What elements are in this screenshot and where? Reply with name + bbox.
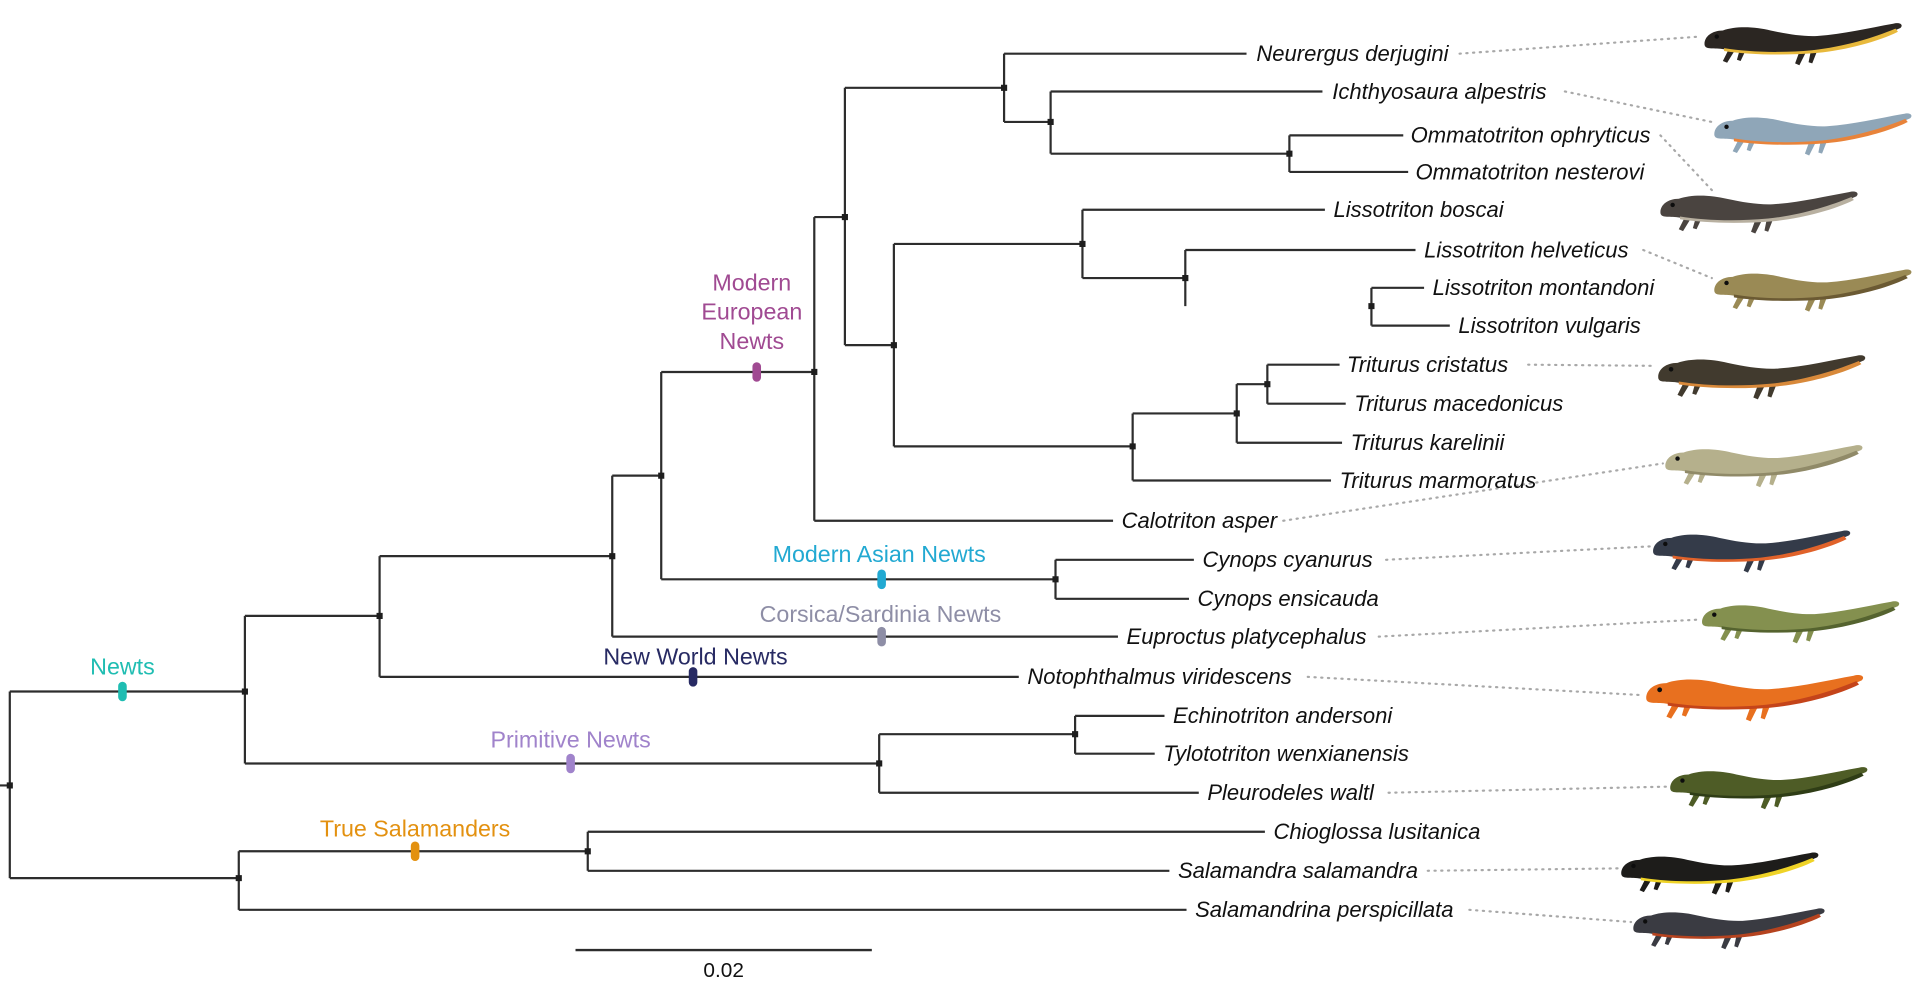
newt-body-shape: [1670, 767, 1868, 810]
species-label-triturus-marmoratus: Triturus marmoratus: [1340, 468, 1537, 493]
species-label-salamandra-salamandra: Salamandra salamandra: [1178, 858, 1418, 883]
species-label-chioglossa-lusitanica: Chioglossa lusitanica: [1273, 819, 1480, 844]
species-label-ichthyosaura-alpestris: Ichthyosaura alpestris: [1332, 79, 1546, 104]
clade-marker-corsica-sardinia-newts: [877, 626, 886, 647]
clade-label-modern-european-newts-line2: European: [701, 299, 802, 325]
illustration-ommatotriton: [1660, 191, 1858, 234]
newt-body-shape: [1633, 908, 1825, 950]
connector-lines: [1282, 35, 1716, 924]
clade-marker-primitive-newts: [566, 753, 575, 774]
clade-marker-modern-asian-newts: [877, 569, 886, 590]
clade-marker-new-world-newts: [688, 667, 698, 687]
newt-body-shape: [1714, 113, 1912, 156]
species-label-salamandrina-perspicillata: Salamandrina perspicillata: [1195, 897, 1453, 922]
species-label-pleurodeles-waltl: Pleurodeles waltl: [1207, 780, 1375, 805]
species-label-tylototriton-wenxianensis: Tylototriton wenxianensis: [1163, 741, 1409, 766]
species-label-ommatotriton-ophryticus: Ommatotriton ophryticus: [1411, 123, 1651, 148]
newt-body-shape: [1704, 23, 1902, 66]
clade-label-new-world-newts: New World Newts: [603, 644, 787, 670]
species-label-euproctus-platycephalus: Euproctus platycephalus: [1127, 624, 1367, 649]
illustration-pleurodeles-waltl: [1670, 767, 1868, 810]
newt-body-shape: [1665, 445, 1863, 488]
clade-marker-modern-european-newts: [752, 362, 762, 382]
clade-label-modern-european-newts-line1: Modern: [712, 269, 791, 295]
newt-body-shape: [1658, 355, 1866, 400]
clade-marker-true-salamanders: [410, 841, 420, 862]
species-label-lissotriton-vulgaris: Lissotriton vulgaris: [1458, 313, 1640, 338]
newt-body-shape: [1660, 191, 1858, 234]
species-label-triturus-karelinii: Triturus karelinii: [1351, 430, 1506, 455]
clade-label-modern-asian-newts: Modern Asian Newts: [773, 541, 986, 567]
illustration-salamandra-salamandra: [1621, 852, 1819, 895]
clade-marker-newts: [118, 681, 127, 702]
species-label-lissotriton-helveticus: Lissotriton helveticus: [1424, 237, 1628, 262]
newt-body-shape: [1646, 675, 1864, 722]
illustration-cynops-cyanurus: [1653, 530, 1851, 573]
newt-body-shape: [1714, 269, 1912, 312]
species-label-echinotriton-andersoni: Echinotriton andersoni: [1173, 703, 1393, 728]
illustration-ichthyosaura-alpestris: [1714, 113, 1912, 156]
clade-label-newts: Newts: [90, 653, 155, 679]
species-label-notophthalmus-viridescens: Notophthalmus viridescens: [1027, 664, 1291, 689]
clade-label-modern-european-newts-line3: Newts: [720, 328, 785, 354]
species-label-cynops-ensicauda: Cynops ensicauda: [1198, 586, 1379, 611]
clade-label-corsica-sardinia-newts: Corsica/Sardinia Newts: [760, 601, 1002, 627]
species-label-cynops-cyanurus: Cynops cyanurus: [1202, 547, 1372, 572]
newt-body-shape: [1653, 530, 1851, 573]
tree-node-dots: [6, 84, 1375, 882]
species-label-ommatotriton-nesterovi: Ommatotriton nesterovi: [1416, 159, 1646, 184]
illustration-notophthalmus-viridescens: [1646, 675, 1864, 722]
illustration-euproctus-platycephalus: [1702, 601, 1900, 644]
illustration-neurergus-derjugini: [1704, 23, 1902, 66]
newt-body-shape: [1702, 601, 1900, 644]
species-label-triturus-cristatus: Triturus cristatus: [1347, 352, 1508, 377]
scale-bar-label: 0.02: [703, 959, 744, 982]
clade-label-true-salamanders: True Salamanders: [320, 816, 510, 842]
species-label-neurergus-derjugini: Neurergus derjugini: [1256, 41, 1449, 66]
species-label-triturus-macedonicus: Triturus macedonicus: [1354, 391, 1563, 416]
species-label-calotriton-asper: Calotriton asper: [1122, 508, 1279, 533]
species-label-lissotriton-boscai: Lissotriton boscai: [1333, 197, 1504, 222]
species-label-lissotriton-montandoni: Lissotriton montandoni: [1433, 275, 1656, 300]
illustration-lissotriton-helveticus: [1714, 269, 1912, 312]
newt-body-shape: [1621, 852, 1819, 895]
clade-label-primitive-newts: Primitive Newts: [491, 727, 651, 753]
illustration-calotriton-asper: [1665, 445, 1863, 488]
illustration-salamandrina-perspicillata: [1633, 908, 1825, 950]
illustration-triturus-cristatus: [1658, 355, 1866, 400]
